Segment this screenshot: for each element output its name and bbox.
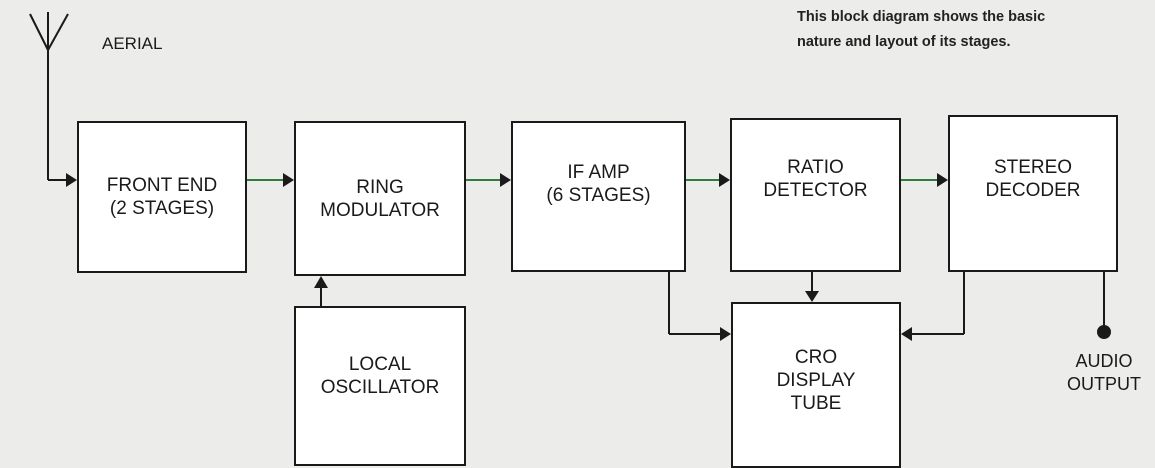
diagram-caption: This block diagram shows the basic natur… xyxy=(797,5,1137,55)
audio-output-terminal-icon xyxy=(1097,325,1111,339)
aerial-antenna-icon xyxy=(29,12,69,181)
wire-stereo-to-audio-output xyxy=(1097,272,1111,339)
aerial-label: AERIAL xyxy=(102,34,163,53)
signal-wire-ratio-to-stereo xyxy=(901,173,948,187)
cro-display-line-1: CRO xyxy=(794,347,838,368)
local-oscillator-line-1: LOCAL xyxy=(348,354,412,375)
cro-display-tube-block: CRO DISPLAY TUBE xyxy=(731,302,901,468)
front-end-line-2: (2 STAGES) xyxy=(109,198,215,219)
cro-display-line-2: DISPLAY xyxy=(776,370,856,391)
front-end-line-1: FRONT END xyxy=(106,175,218,196)
audio-output-label: AUDIO OUTPUT xyxy=(1056,350,1152,396)
ring-modulator-line-1: RING xyxy=(356,176,404,198)
arrow-into-front-end xyxy=(66,173,77,187)
if-amp-block: IF AMP (6 STAGES) xyxy=(511,121,686,272)
front-end-block: FRONT END (2 STAGES) xyxy=(77,121,247,273)
caption-line-1: This block diagram shows the basic xyxy=(797,9,1046,25)
wire-ratio-to-cro xyxy=(805,272,819,302)
ratio-detector-line-1: RATIO xyxy=(787,157,844,178)
audio-output-line-2: OUTPUT xyxy=(1067,374,1141,394)
ratio-detector-line-2: DETECTOR xyxy=(763,180,868,201)
wire-oscillator-to-ring xyxy=(314,276,328,306)
signal-wire-if-amp-to-ratio xyxy=(686,173,730,187)
local-oscillator-block: LOCAL OSCILLATOR xyxy=(294,306,466,466)
signal-wire-front-end-to-ring xyxy=(247,173,294,187)
caption-line-2: nature and layout of its stages. xyxy=(797,34,1011,50)
ratio-detector-block: RATIO DETECTOR xyxy=(730,118,901,272)
ring-modulator-line-2: MODULATOR xyxy=(320,199,440,221)
cro-display-line-3: TUBE xyxy=(790,393,842,414)
local-oscillator-line-2: OSCILLATOR xyxy=(320,377,440,398)
wire-if-amp-to-cro xyxy=(668,272,731,341)
wire-stereo-to-cro xyxy=(901,272,965,341)
if-amp-line-2: (6 STAGES) xyxy=(546,185,651,206)
ring-modulator-block: RING MODULATOR xyxy=(294,121,466,276)
if-amp-line-1: IF AMP xyxy=(567,162,630,183)
stereo-decoder-block: STEREO DECODER xyxy=(948,115,1118,272)
stereo-decoder-line-2: DECODER xyxy=(985,180,1081,201)
signal-wire-ring-to-if-amp xyxy=(466,173,511,187)
stereo-decoder-line-1: STEREO xyxy=(993,157,1073,178)
audio-output-line-1: AUDIO xyxy=(1075,351,1133,371)
